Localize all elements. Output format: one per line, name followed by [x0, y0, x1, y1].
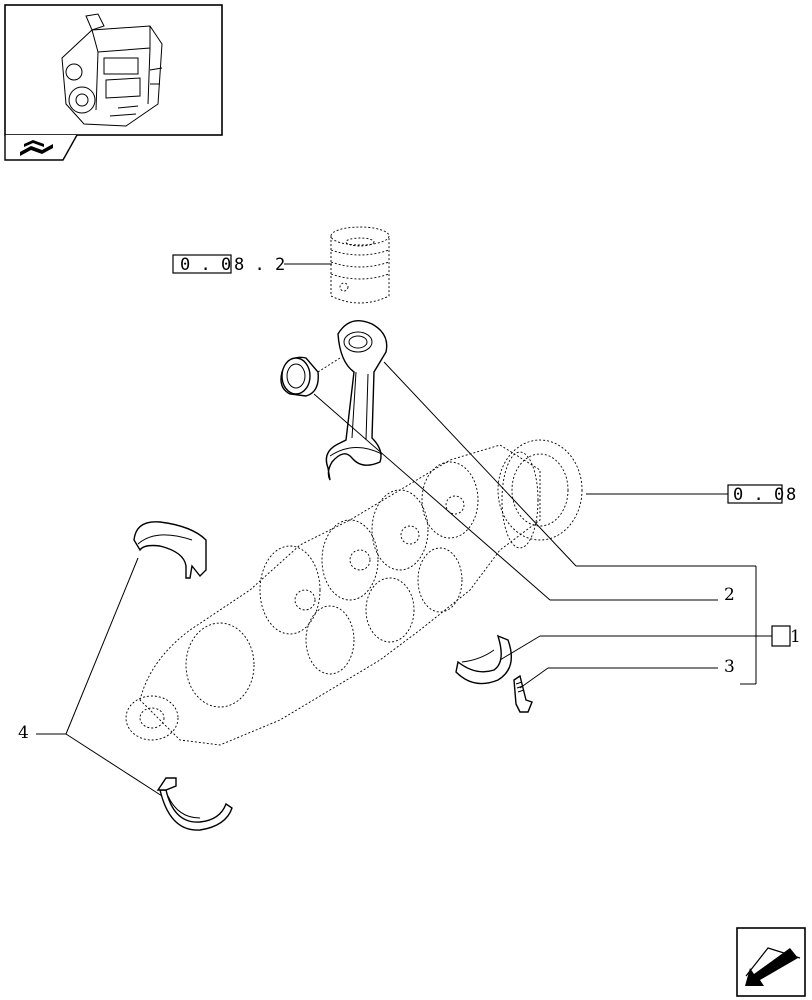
book-icon — [20, 140, 53, 156]
engine-thumbnail[interactable] — [4, 4, 223, 136]
callout-4-label: 4 — [18, 723, 29, 743]
crankshaft-ref-label[interactable]: 0 . 0 8 — [586, 484, 796, 505]
kit-box[interactable]: 1 — [771, 625, 801, 647]
crankshaft — [125, 439, 583, 746]
callout-2[interactable]: 2 — [313, 393, 735, 605]
rod-bolt[interactable] — [513, 674, 533, 713]
connecting-rod-cap[interactable] — [455, 634, 512, 685]
main-bearing-upper[interactable] — [133, 521, 207, 579]
connecting-rod[interactable] — [325, 320, 388, 481]
callout-2-label: 2 — [724, 585, 735, 605]
kit-bracket — [383, 361, 772, 685]
arrow-next-icon — [745, 947, 801, 986]
section-tab[interactable] — [4, 134, 78, 161]
piston-ref-label[interactable]: 0 . 0 8 . 2 — [172, 254, 332, 275]
crankshaft-ref-rest-text: 8 — [786, 485, 796, 505]
main-bearing-lower[interactable] — [156, 777, 233, 831]
callout-3-label: 3 — [724, 657, 735, 677]
small-end-bushing[interactable] — [280, 356, 341, 397]
callout-3[interactable]: 3 — [519, 657, 735, 689]
callout-4[interactable]: 4 — [18, 557, 163, 797]
crankshaft-ref-box-text: 0 . 0 — [733, 485, 784, 505]
next-page-button[interactable] — [736, 927, 806, 997]
kit-box-label: 1 — [790, 627, 801, 647]
piston-ref-rest-text: 8 . 2 — [234, 255, 285, 275]
piston-outline — [330, 226, 390, 304]
piston-ref-box-text: 0 . 0 — [180, 255, 231, 275]
